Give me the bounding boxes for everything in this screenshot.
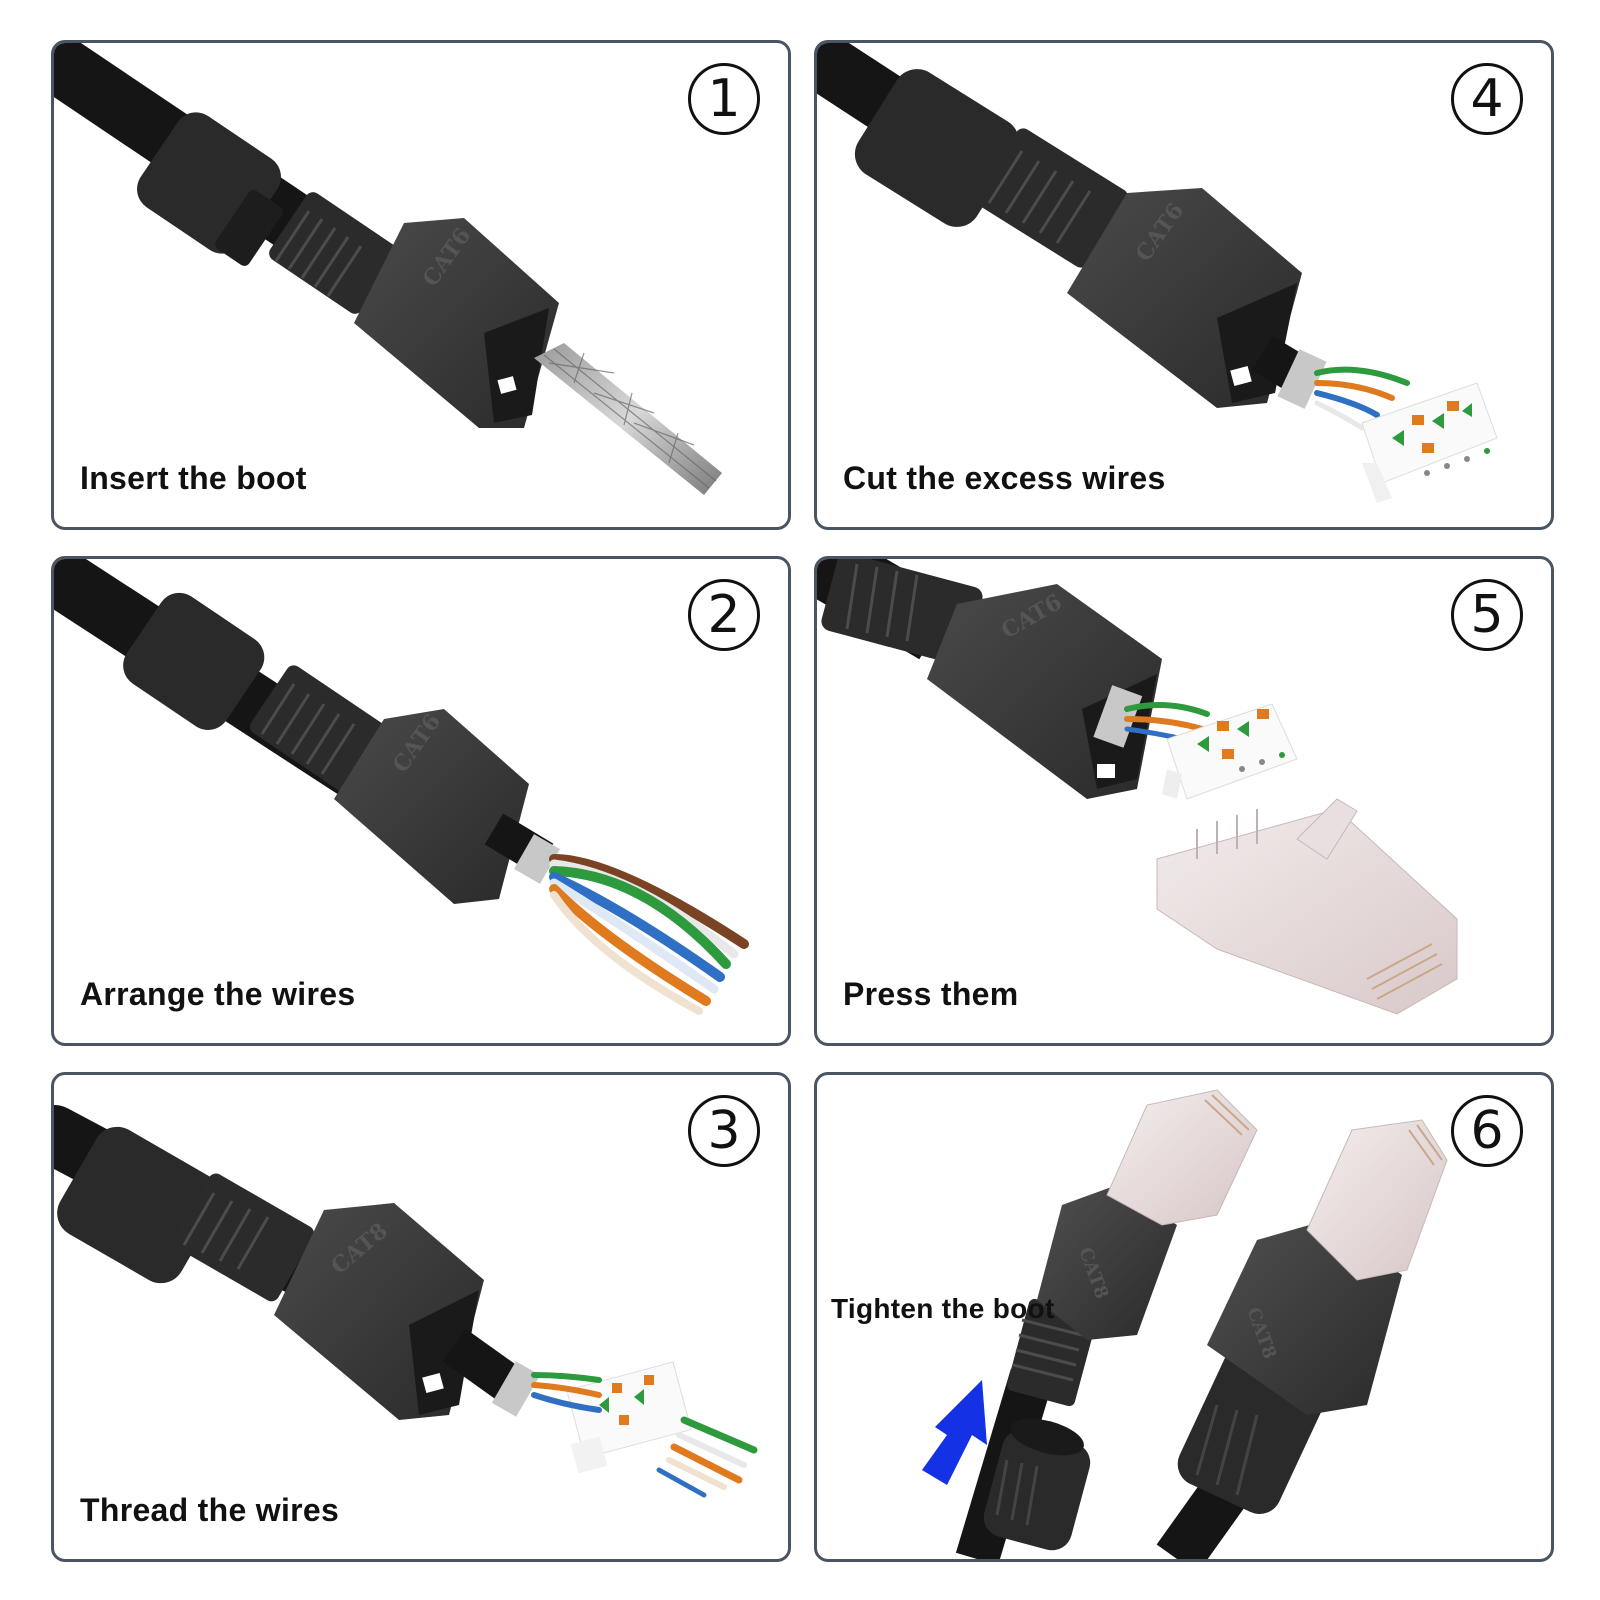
thread-section: [249, 665, 389, 793]
step-caption: Press them: [843, 976, 1019, 1012]
cable-jacket-end: [1251, 335, 1327, 409]
connector-housing: CAT8: [274, 1203, 484, 1420]
step-4-panel: CAT6 4 Cut the excess wires: [814, 40, 1554, 530]
step-2-panel: CAT6 2 Arrange the wires: [51, 556, 791, 1046]
step-1-illustration: CAT6: [54, 43, 722, 495]
wire-guide-block: [1361, 382, 1498, 503]
left-connector-housing: CAT8: [1037, 1185, 1177, 1340]
step-caption: Thread the wires: [80, 1492, 340, 1528]
arranged-wire-pairs: [549, 854, 749, 1015]
boot-nut: [854, 69, 1020, 227]
step-caption: Cut the excess wires: [843, 460, 1166, 496]
step-caption: Insert the boot: [80, 460, 307, 496]
step-1-panel: CAT6 1 Insert the boot: [51, 40, 791, 530]
wire-guide-block: [566, 1361, 692, 1474]
cable-jacket-end: [442, 1328, 541, 1417]
step-3-panel: CAT8 3 Thread the wires: [51, 1072, 791, 1562]
step-number-badge: 1: [688, 63, 760, 135]
step-number-badge: 3: [688, 1095, 760, 1167]
shielded-cable-end: [534, 343, 722, 495]
threaded-wires: [531, 1372, 758, 1498]
step-5-panel: CAT6: [814, 556, 1554, 1046]
step-caption: Tighten the boot: [831, 1293, 1055, 1324]
step-number-badge: 2: [688, 579, 760, 651]
step-number-badge: 6: [1451, 1095, 1523, 1167]
step-5-illustration: CAT6: [817, 559, 1458, 1015]
rj45-plug: [1156, 798, 1458, 1015]
step-2-illustration: CAT6: [54, 559, 749, 1015]
step-4-illustration: CAT6: [817, 43, 1498, 503]
cable-jacket-end: [1093, 685, 1143, 748]
boot-nut: [123, 592, 265, 730]
step-3-illustration: CAT8: [54, 1105, 758, 1498]
thread-section: [269, 192, 399, 314]
step-number-badge: 5: [1451, 579, 1523, 651]
arrow-up-icon: [922, 1380, 987, 1485]
step-6-panel: CAT8 CAT8: [814, 1072, 1554, 1562]
thread-section: [173, 1173, 315, 1302]
boot-nut: [137, 112, 283, 266]
boot-nut: [983, 1418, 1091, 1551]
connector-housing: CAT6: [354, 218, 559, 428]
thread-section: [821, 559, 983, 665]
left-rj45-plug: [1106, 1089, 1258, 1226]
connector-housing: CAT6: [334, 709, 529, 904]
step-number-badge: 4: [1451, 63, 1523, 135]
trimmed-wires: [1314, 366, 1410, 431]
right-rj45-plug: [1306, 1119, 1448, 1281]
step-6-illustration: CAT8 CAT8: [922, 1089, 1448, 1559]
thread-section: [976, 128, 1128, 268]
step-caption: Arrange the wires: [80, 976, 356, 1012]
cable-jacket-end: [484, 813, 560, 884]
wire-guide-block: [1162, 703, 1298, 800]
